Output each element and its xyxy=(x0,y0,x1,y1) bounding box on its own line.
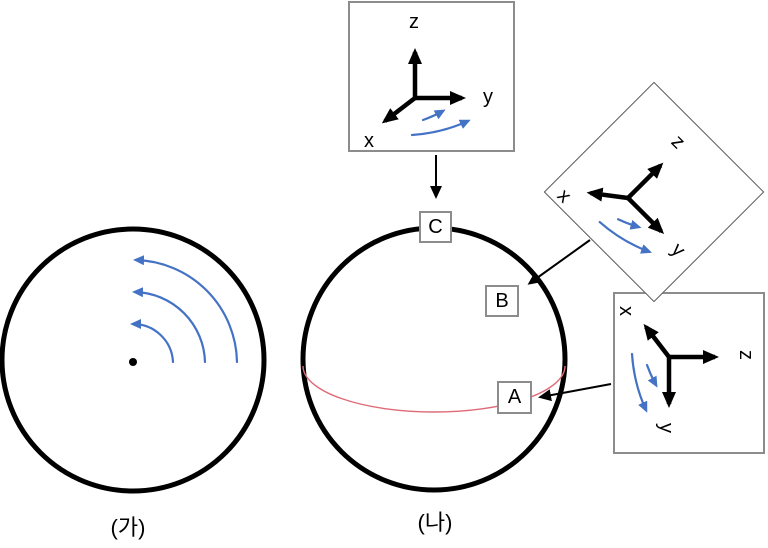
point-box-b: B xyxy=(485,285,519,317)
frame-box-side xyxy=(613,292,765,454)
connector-arrow-b xyxy=(527,239,591,285)
caption-left: (가) xyxy=(110,515,146,540)
caption-right: (나) xyxy=(417,510,453,535)
axis-label-z-top: z xyxy=(409,11,419,33)
rotation-arc-inner xyxy=(130,318,175,364)
disk-circle xyxy=(0,226,267,494)
rotation-arc-middle xyxy=(132,287,207,364)
axis-label-x-side: x xyxy=(615,306,637,316)
connector-arrow-a xyxy=(538,383,612,402)
point-label-a: A xyxy=(507,386,522,408)
axis-label-y-top: y xyxy=(483,86,493,108)
point-label-b: B xyxy=(495,289,509,312)
point-label-c: C xyxy=(428,215,443,238)
point-box-c: C xyxy=(419,211,452,243)
rotation-arc-outer xyxy=(133,255,239,364)
axis-label-x-top: x xyxy=(364,130,374,152)
axis-label-y-side: y xyxy=(655,423,677,433)
axis-label-z-side: z xyxy=(735,350,757,360)
point-box-a: A xyxy=(497,381,532,414)
disk-center-dot xyxy=(129,358,137,366)
frame-box-tilted xyxy=(543,81,765,303)
sphere-circle xyxy=(300,225,568,493)
